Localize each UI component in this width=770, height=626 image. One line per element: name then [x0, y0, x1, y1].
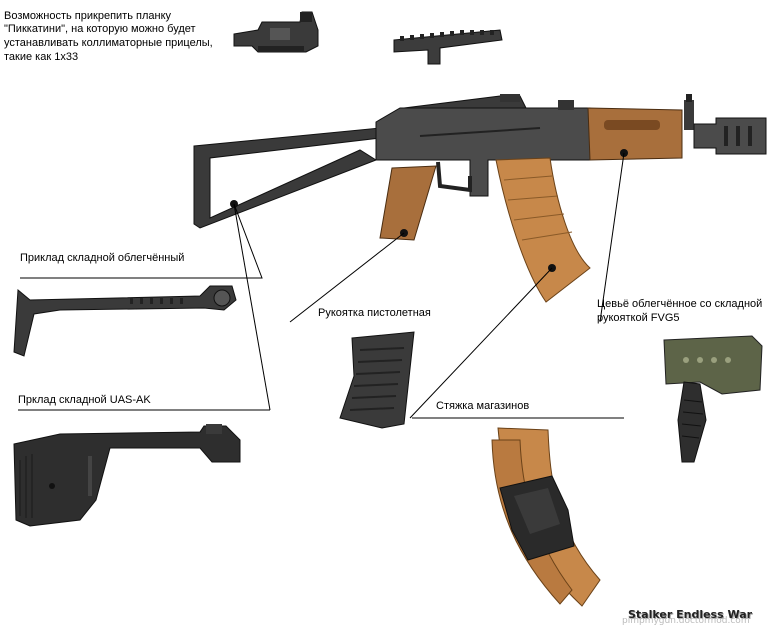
watermark-title: Stalker Endless War — [628, 608, 753, 621]
picatinny-label-line3: устанавливать коллиматорные прицелы, — [4, 37, 213, 49]
handguard-label-line2: рукояткой FVG5 — [597, 312, 680, 324]
uas-stock-label: Прклад складной UAS-AK — [18, 394, 151, 406]
picatinny-label-line2: "Пиккатини", на которую можно будет — [4, 23, 196, 35]
folding-stock-label: Приклад складной облегчённый — [20, 252, 185, 264]
rifle-image — [193, 94, 767, 303]
uas-ak-stock-image — [13, 424, 241, 527]
pistol-grip-label: Рукоятка пистолетная — [318, 307, 431, 319]
magazine-coupler-image — [491, 427, 601, 607]
red-dot-sight-image — [233, 11, 319, 53]
handguard-label-line1: Цевьё облегчённое со складной — [597, 298, 763, 310]
picatinny-label-line1: Возможность прикрепить планку — [4, 10, 172, 22]
watermark-url: pimpmygun.doctormod.com — [622, 616, 750, 626]
pistol-grip-part-image — [339, 331, 415, 429]
picatinny-label-line4: такие как 1x33 — [4, 51, 79, 63]
folding-stock-part-image — [13, 285, 237, 357]
mag-coupler-label: Стяжка магазинов — [436, 400, 530, 412]
leader-lines — [18, 152, 625, 419]
fvg5-handguard-image — [663, 335, 763, 463]
picatinny-rail-image — [393, 29, 503, 65]
